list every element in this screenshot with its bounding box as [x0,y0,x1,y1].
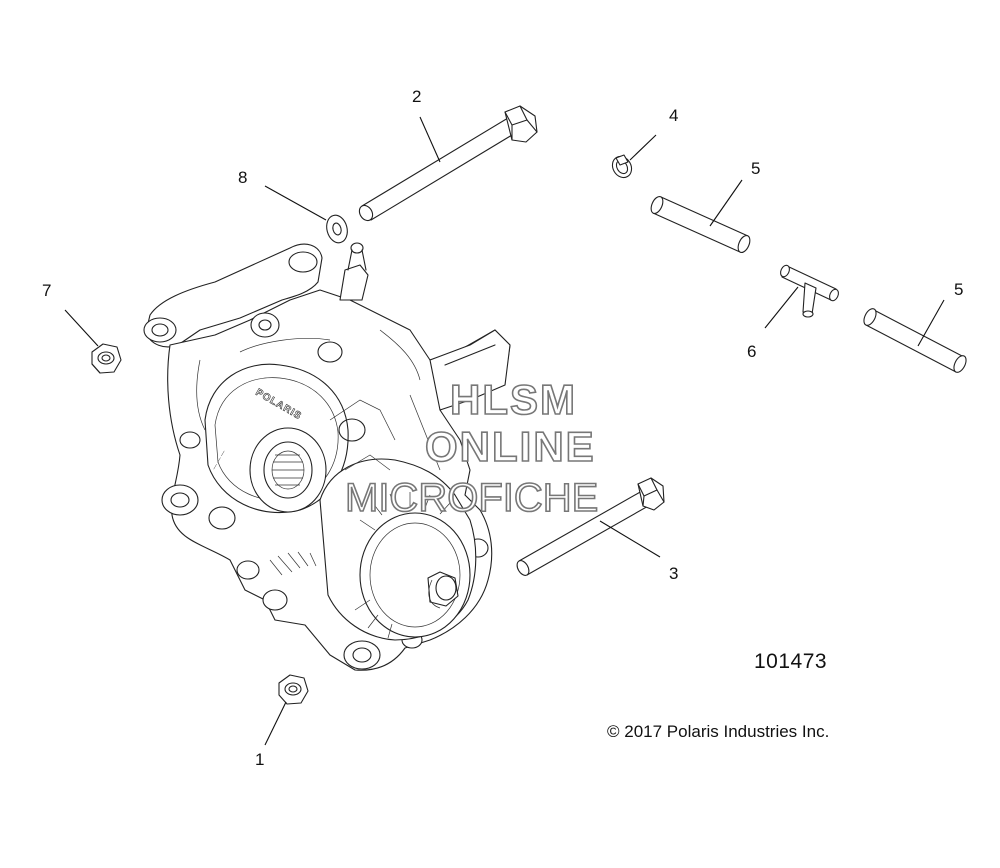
copyright-notice: © 2017 Polaris Industries Inc. [607,722,830,741]
leader-7 [64,309,99,347]
nut-bottom [278,674,309,705]
callout-8: 8 [238,168,248,187]
callout-4: 4 [669,106,679,125]
hose-clamp [611,154,633,179]
washer [326,214,348,244]
callout-6: 6 [747,342,757,361]
callout-7: 7 [42,281,52,300]
leader-6 [764,286,799,329]
callout-2: 2 [412,87,422,106]
gearcase-housing [143,242,511,671]
watermark-line2: ONLINE [424,422,596,471]
bolt-long-bottom [516,477,665,576]
watermark-line1: HLSM [449,375,577,424]
watermark-line3: MICROFICHE [344,475,599,521]
figure-number: 101473 [754,650,828,673]
hose-upper [650,195,751,254]
hose-lower [863,308,967,373]
leader-3 [599,520,661,558]
bolt-long-top [358,105,538,222]
leader-2 [419,116,441,163]
leader-lines [64,116,945,746]
leader-1 [264,701,287,746]
tee-fitting [780,264,839,318]
callout-3: 3 [669,564,679,583]
leader-4 [629,134,657,161]
leader-5b [917,299,945,347]
callout-5-lower: 5 [954,280,964,299]
nut-left [91,343,122,374]
callout-5-upper: 5 [751,159,761,178]
callout-1: 1 [255,750,265,769]
leader-5a [709,179,743,227]
leader-8 [264,185,327,221]
